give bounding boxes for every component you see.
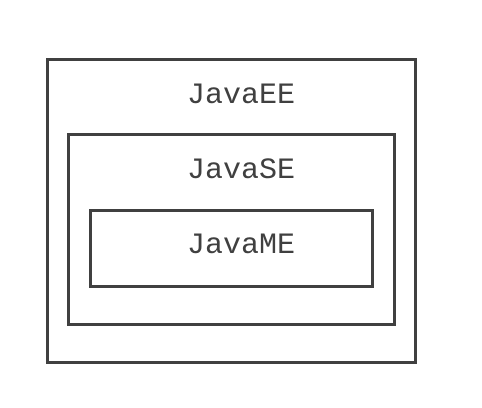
javase-label: JavaSE <box>186 154 296 188</box>
javase-box <box>67 133 396 326</box>
javame-label: JavaME <box>186 229 296 263</box>
javaee-box <box>46 58 417 364</box>
javame-box <box>89 209 374 288</box>
javaee-label: JavaEE <box>186 79 296 113</box>
